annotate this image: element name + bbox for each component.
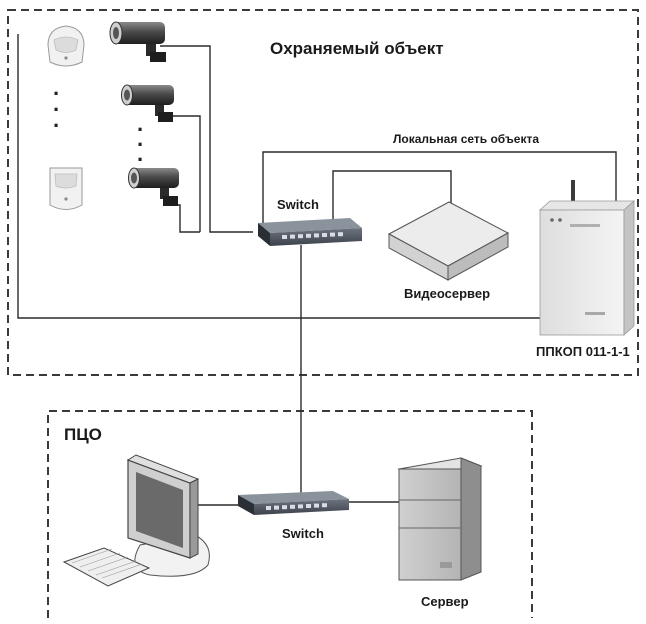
svg-text:·: ·	[137, 132, 144, 157]
pco-zone	[47, 410, 533, 618]
camera-3	[128, 167, 179, 206]
svg-text:·: ·	[53, 97, 60, 122]
monitor-screen	[136, 472, 183, 548]
wires-bottom	[195, 501, 400, 506]
keyboard-icon	[62, 547, 151, 587]
switch-bottom	[238, 491, 349, 515]
protected-object-title: Охраняемый объект	[270, 39, 444, 58]
camera-1	[109, 21, 166, 62]
control-panel-label: ППКОП 011-1-1	[536, 344, 630, 359]
svg-text:·: ·	[137, 147, 144, 172]
pco-title: ПЦО	[64, 425, 102, 444]
videoserver-label: Видеосервер	[404, 286, 490, 301]
lan-label: Локальная сеть объекта	[393, 132, 539, 146]
camera-2	[121, 84, 174, 122]
antenna-icon	[571, 180, 575, 208]
detector-ellipsis: · · ·	[53, 81, 60, 138]
videoserver-device	[387, 201, 510, 281]
control-panel-device	[538, 180, 636, 336]
switch-bottom-label: Switch	[282, 526, 324, 541]
svg-text:·: ·	[137, 117, 144, 142]
svg-text:·: ·	[53, 113, 60, 138]
workstation	[62, 454, 210, 587]
switch-top	[258, 218, 362, 246]
motion-detector-2	[49, 167, 83, 210]
camera-ellipsis: · · ·	[137, 117, 144, 172]
protected-object-zone	[7, 9, 639, 376]
switch-top-label: Switch	[277, 197, 319, 212]
motion-detector-1	[47, 25, 85, 67]
server-tower	[397, 457, 483, 581]
server-label: Сервер	[421, 594, 469, 609]
wires-top	[17, 34, 617, 498]
svg-text:·: ·	[53, 81, 60, 106]
